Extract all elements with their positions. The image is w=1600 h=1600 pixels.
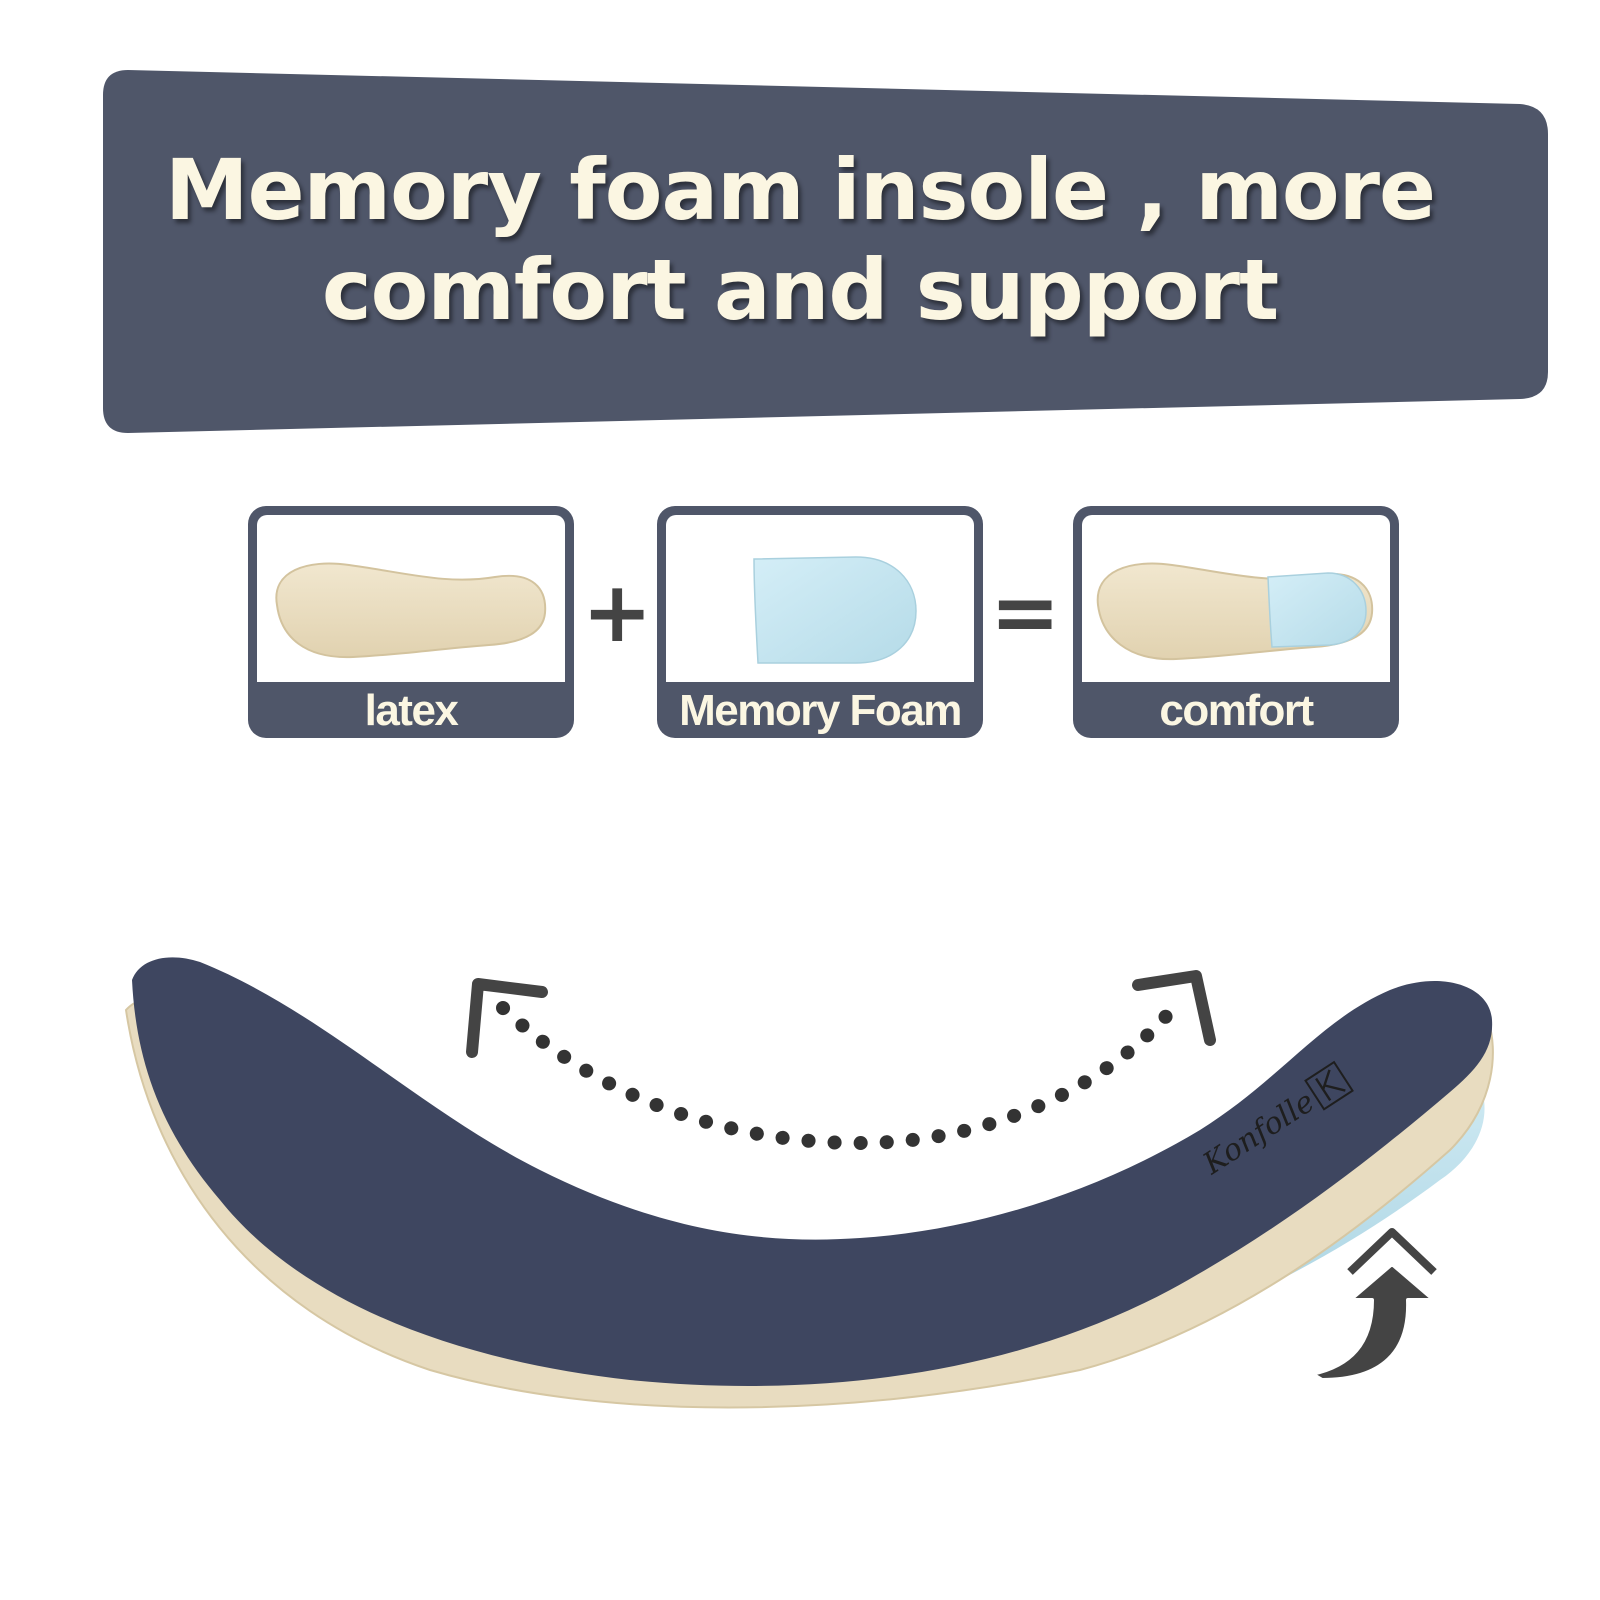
memory-foam-card: Memory Foam — [657, 506, 983, 738]
brand-logo-icon: Konfolle — [1196, 1060, 1354, 1182]
memory-foam-label: Memory Foam — [679, 686, 962, 735]
combined-insole-icon — [1096, 562, 1374, 661]
page-title: Memory foam insole , more comfort and su… — [164, 141, 1436, 339]
latex-insole-icon — [275, 562, 547, 659]
latex-image — [257, 515, 565, 682]
banner-background — [103, 70, 1548, 433]
brand-name: Konfolle — [1196, 1084, 1321, 1182]
comfort-image — [1082, 515, 1390, 682]
plus-operator: + — [582, 563, 653, 661]
equals-operator: = — [990, 563, 1061, 661]
latex-label: latex — [364, 686, 459, 735]
latex-card: latex — [248, 506, 574, 738]
comfort-label: comfort — [1159, 686, 1314, 735]
title-banner: Memory foam insole , more comfort and su… — [0, 0, 1600, 460]
material-formula: latex + Memory Foam = — [0, 0, 1600, 760]
memory-foam-image — [666, 515, 974, 682]
memory-foam-pad-icon — [753, 556, 917, 664]
heel-support-arrow-icon — [1310, 1224, 1442, 1382]
comfort-card: comfort — [1073, 506, 1399, 738]
flex-arrow-icon — [466, 970, 1216, 1150]
